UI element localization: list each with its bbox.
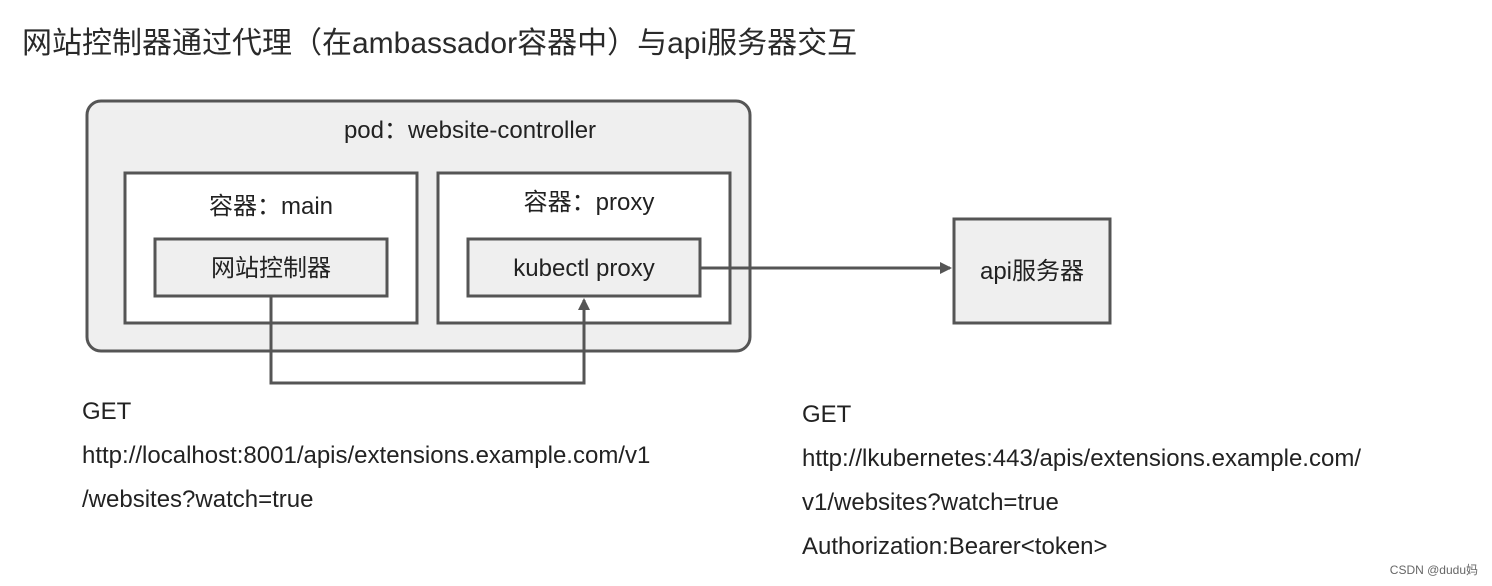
remote-request-url-line-1: http://lkubernetes:443/apis/extensions.e…: [802, 445, 1361, 472]
container-main-label: 容器：main: [209, 193, 333, 220]
diagram-title: 网站控制器通过代理（在ambassador容器中）与api服务器交互: [22, 27, 858, 60]
kubectl-proxy-process-label: kubectl proxy: [513, 255, 654, 282]
website-controller-process-label: 网站控制器: [211, 255, 331, 282]
website-controller-process-box: [153, 237, 389, 298]
remote-request-auth-header: Authorization:Bearer<token>: [802, 533, 1108, 560]
api-server-box: [952, 217, 1112, 325]
local-request-url-line-2: /websites?watch=true: [82, 486, 314, 513]
container-proxy-label: 容器：proxy: [524, 189, 655, 216]
remote-request-url-line-2: v1/websites?watch=true: [802, 489, 1059, 516]
api-server-label: api服务器: [980, 258, 1084, 285]
remote-request-text: GET http://lkubernetes:443/apis/extensio…: [802, 393, 1361, 569]
pod-label: pod：website-controller: [344, 117, 596, 144]
local-request-url-line-1: http://localhost:8001/apis/extensions.ex…: [82, 442, 651, 469]
remote-request-method: GET: [802, 401, 852, 428]
local-request-text: GET http://localhost:8001/apis/extension…: [82, 390, 650, 522]
watermark: CSDN @dudu妈: [1389, 563, 1478, 577]
controller-to-proxy-connector: [269, 296, 590, 385]
local-request-method: GET: [82, 398, 132, 425]
kubectl-proxy-process-box: [466, 237, 702, 298]
